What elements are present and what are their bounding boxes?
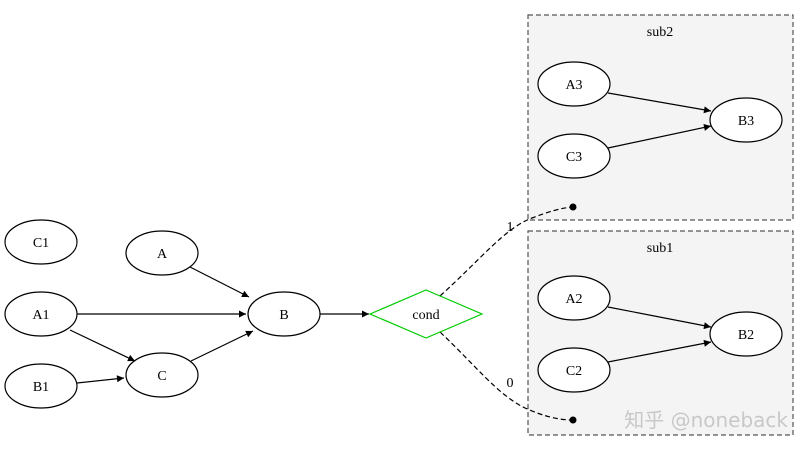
node-b3-label: B3 (738, 114, 754, 129)
node-cond-label: cond (412, 308, 439, 323)
node-b-label: B (279, 308, 288, 323)
cluster-sub2-label: sub2 (647, 25, 673, 40)
edge-cond-sub1 (439, 331, 577, 424)
edge-c3-b3 (607, 124, 712, 149)
node-c2-label: C2 (566, 364, 582, 379)
edge-cond-sub2 (439, 203, 577, 297)
node-b1-label: B1 (33, 380, 49, 395)
node-a2 (537, 275, 611, 321)
edge-a2-b2 (607, 306, 712, 330)
node-b2-label: B2 (738, 328, 754, 343)
edge-c-b (190, 330, 254, 362)
node-c (125, 352, 199, 398)
watermark-text: 知乎 @noneback (624, 408, 788, 432)
node-a1-label: A1 (32, 308, 49, 323)
node-b (247, 291, 321, 337)
node-a2-label: A2 (565, 292, 582, 307)
node-b1 (4, 363, 78, 409)
node-cond (368, 289, 484, 339)
edge-label-1: 1 (507, 220, 514, 235)
node-c-label: C (157, 369, 166, 384)
edge-c2-b2 (607, 339, 712, 363)
edge-a3-b3 (607, 92, 712, 114)
node-c1-label: C1 (33, 236, 49, 251)
node-a-label: A (157, 247, 168, 262)
node-b2 (709, 311, 783, 357)
node-c3-label: C3 (566, 150, 582, 165)
edge-a-b (189, 266, 250, 298)
edge-a1-c (69, 329, 136, 362)
cluster-sub1-label: sub1 (647, 241, 673, 256)
node-c1 (4, 219, 78, 265)
node-b3 (709, 97, 783, 143)
edge-b1-c (76, 375, 125, 384)
node-a3-label: A3 (565, 78, 582, 93)
node-a1 (4, 291, 78, 337)
node-c3 (537, 133, 611, 179)
node-a (125, 230, 199, 276)
node-a3 (537, 61, 611, 107)
node-c2 (537, 347, 611, 393)
edge-label-0: 0 (507, 376, 514, 391)
